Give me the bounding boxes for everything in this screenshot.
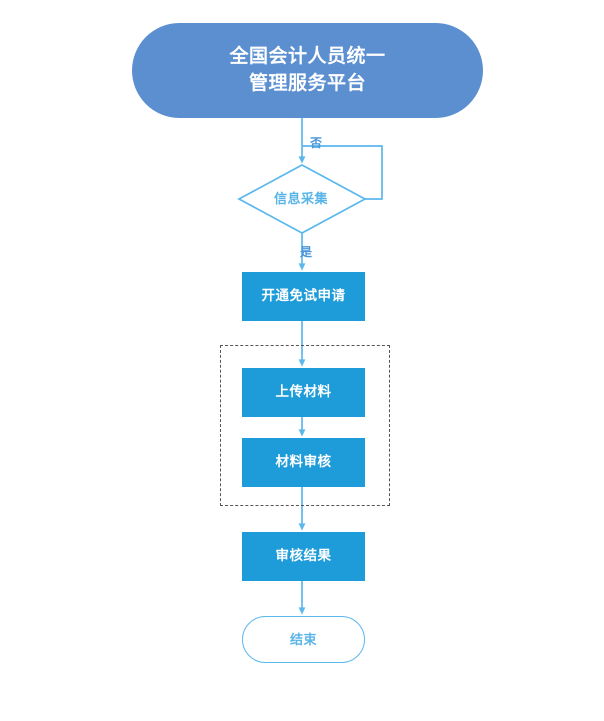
decision-diamond-shape xyxy=(237,164,367,234)
audit-result[interactable]: 审核结果 xyxy=(242,532,365,581)
material-audit-label: 材料审核 xyxy=(275,454,332,470)
start-terminator-label-line-2: 管理服务平台 xyxy=(248,72,366,94)
open-exemption-application-label: 开通免试申请 xyxy=(261,288,346,304)
start-terminator-label-line-1: 全国会计人员统一 xyxy=(229,46,386,68)
decision-label: 信息采集 xyxy=(273,191,328,207)
start-terminator[interactable]: 全国会计人员统一 管理服务平台 xyxy=(132,23,483,118)
information-collection-decision[interactable]: 信息采集 xyxy=(237,165,365,233)
edge-label-no: 否 xyxy=(310,136,323,150)
material-submission-group xyxy=(220,345,390,506)
open-exemption-application[interactable]: 开通免试申请 xyxy=(242,272,365,321)
audit-result-label: 审核结果 xyxy=(275,548,332,564)
edge-label-yes: 是 xyxy=(300,245,313,259)
end-terminator-label: 结束 xyxy=(289,631,317,647)
upload-materials[interactable]: 上传材料 xyxy=(242,368,365,417)
edge-decision-no-loop xyxy=(302,145,383,200)
start-terminator-label: 全国会计人员统一 管理服务平台 xyxy=(229,44,385,96)
end-terminator[interactable]: 结束 xyxy=(242,616,365,663)
material-audit[interactable]: 材料审核 xyxy=(242,438,365,487)
upload-materials-label: 上传材料 xyxy=(275,384,332,400)
